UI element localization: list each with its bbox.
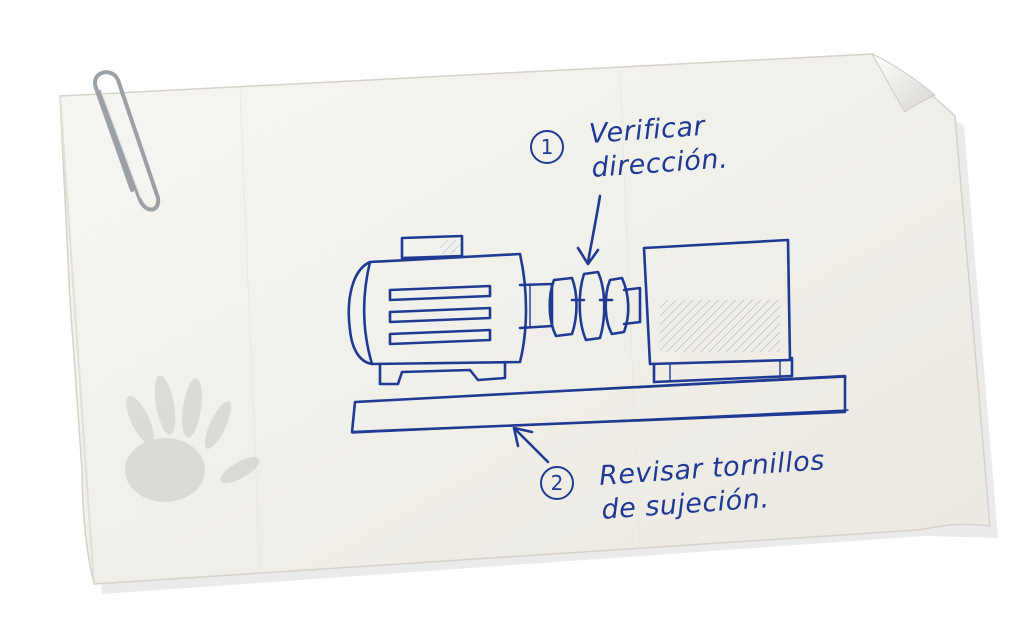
annotation-2-number: 2 [540, 466, 574, 500]
annotation-1-number: 1 [530, 130, 564, 164]
coupling-1 [548, 276, 578, 338]
coupling-2 [578, 270, 606, 342]
motor-body [362, 252, 528, 366]
annotation-1-text: Verificar dirección. [588, 108, 729, 185]
motor-feet [378, 360, 507, 386]
motor-shaft [518, 282, 554, 330]
pump-box [642, 238, 792, 366]
paper-curl [870, 52, 936, 113]
arrow-2 [514, 428, 550, 464]
handprint-smudge [125, 375, 260, 502]
pump-shaft [622, 286, 642, 326]
paperclip-icon [93, 70, 161, 212]
arrow-1 [586, 194, 602, 264]
pump-motor-sketch [347, 194, 849, 464]
